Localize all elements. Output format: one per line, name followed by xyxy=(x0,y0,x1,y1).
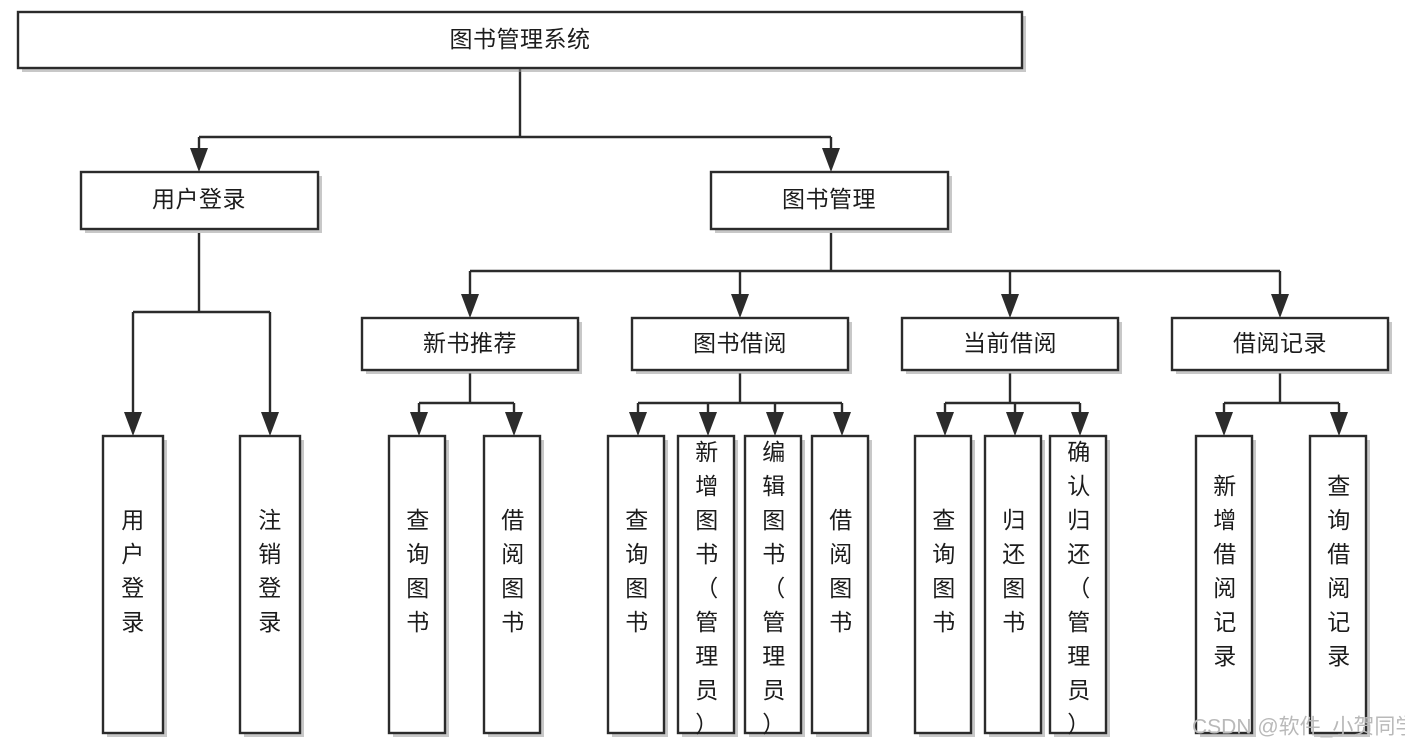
node-current-borrow-rect xyxy=(900,316,1120,372)
node-current-borrow-label: 当前借阅 xyxy=(963,330,1057,356)
arrow-head-leaf-query-book-c xyxy=(936,412,954,436)
node-book-mgmt-label: 图书管理 xyxy=(782,186,876,212)
node-leaf-return-book-rect xyxy=(983,434,1043,735)
node-leaf-borrow-book-a-label: 借阅图书 xyxy=(501,507,525,635)
node-leaf-borrow-book-a[interactable]: 借阅图书 xyxy=(482,434,544,737)
arrow-head-leaf-query-book-b xyxy=(629,412,647,436)
node-user-login[interactable]: 用户登录 xyxy=(79,170,322,233)
node-leaf-add-record-label: 新增借阅记录 xyxy=(1213,473,1237,669)
node-leaf-user-login[interactable]: 用户登录 xyxy=(101,434,167,737)
node-leaf-borrow-book-a-rect xyxy=(482,434,542,735)
node-borrow-record[interactable]: 借阅记录 xyxy=(1170,316,1392,374)
node-leaf-query-record-label: 查询借阅记录 xyxy=(1327,473,1351,669)
arrow-head-leaf-add-book xyxy=(699,412,717,436)
node-leaf-borrow-book-b-rect xyxy=(810,434,870,735)
node-root-label: 图书管理系统 xyxy=(450,26,591,52)
node-leaf-add-record[interactable]: 新增借阅记录 xyxy=(1194,434,1256,737)
node-current-borrow[interactable]: 当前借阅 xyxy=(900,316,1122,374)
node-leaf-return-book-label: 归还图书 xyxy=(1002,507,1026,635)
arrow-head-leaf-user-login xyxy=(124,412,142,436)
node-leaf-confirm-return-rect xyxy=(1048,434,1108,735)
node-leaf-edit-book[interactable]: 编辑图书（管理员） xyxy=(743,434,805,737)
node-leaf-query-book-c-label: 查询图书 xyxy=(932,507,956,635)
node-leaf-query-book-a-rect xyxy=(387,434,447,735)
node-leaf-logout-label: 注销登录 xyxy=(258,507,282,635)
node-leaf-return-book[interactable]: 归还图书 xyxy=(983,434,1045,737)
node-leaf-borrow-book-b-label: 借阅图书 xyxy=(829,507,853,635)
node-leaf-confirm-return[interactable]: 确认归还（管理员） xyxy=(1048,434,1110,737)
node-leaf-add-book-label: 新增图书（管理员） xyxy=(695,439,719,737)
arrow-head-leaf-return-book xyxy=(1006,412,1024,436)
arrow-head-leaf-confirm-return xyxy=(1071,412,1089,436)
node-book-mgmt[interactable]: 图书管理 xyxy=(709,170,952,233)
node-root-rect xyxy=(16,10,1024,70)
arrow-head-new-book-rec xyxy=(461,294,479,318)
node-new-book-rec[interactable]: 新书推荐 xyxy=(360,316,582,374)
node-new-book-rec-rect xyxy=(360,316,580,372)
arrow-head-book-mgmt xyxy=(822,148,840,172)
connector-layer xyxy=(124,69,1348,436)
arrow-head-user-login xyxy=(190,148,208,172)
node-leaf-query-book-c[interactable]: 查询图书 xyxy=(913,434,975,737)
arrow-head-leaf-add-record xyxy=(1215,412,1233,436)
node-leaf-confirm-return-label: 确认归还（管理员） xyxy=(1067,439,1091,737)
node-leaf-borrow-book-b[interactable]: 借阅图书 xyxy=(810,434,872,737)
node-leaf-add-book-rect xyxy=(676,434,736,735)
node-leaf-query-book-a[interactable]: 查询图书 xyxy=(387,434,449,737)
arrow-head-leaf-query-record xyxy=(1330,412,1348,436)
arrow-head-current-borrow xyxy=(1001,294,1019,318)
arrow-head-leaf-borrow-book-b xyxy=(833,412,851,436)
node-leaf-user-login-rect xyxy=(101,434,165,735)
node-leaf-query-book-a-label: 查询图书 xyxy=(406,507,430,635)
node-new-book-rec-label: 新书推荐 xyxy=(423,330,517,356)
node-leaf-query-book-b-label: 查询图书 xyxy=(625,507,649,635)
node-root[interactable]: 图书管理系统 xyxy=(16,10,1026,72)
node-book-borrow-rect xyxy=(630,316,850,372)
node-leaf-add-record-rect xyxy=(1194,434,1254,735)
node-leaf-query-record-rect xyxy=(1308,434,1368,735)
arrow-head-leaf-logout xyxy=(261,412,279,436)
node-leaf-user-login-label: 用户登录 xyxy=(121,507,145,635)
arrow-head-book-borrow xyxy=(731,294,749,318)
csdn-watermark: CSDN @软件_小贺同学 xyxy=(1192,716,1405,739)
node-leaf-logout-rect xyxy=(238,434,302,735)
node-borrow-record-rect xyxy=(1170,316,1390,372)
arrow-head-leaf-query-book-a xyxy=(410,412,428,436)
node-leaf-query-book-c-rect xyxy=(913,434,973,735)
node-leaf-edit-book-label: 编辑图书（管理员） xyxy=(762,439,786,737)
node-leaf-logout[interactable]: 注销登录 xyxy=(238,434,304,737)
node-book-mgmt-rect xyxy=(709,170,950,231)
node-borrow-record-label: 借阅记录 xyxy=(1233,330,1327,356)
node-book-borrow[interactable]: 图书借阅 xyxy=(630,316,852,374)
arrow-head-leaf-borrow-book-a xyxy=(505,412,523,436)
node-leaf-query-record[interactable]: 查询借阅记录 xyxy=(1308,434,1370,737)
node-leaf-edit-book-rect xyxy=(743,434,803,735)
node-book-borrow-label: 图书借阅 xyxy=(693,330,787,356)
node-leaf-add-book[interactable]: 新增图书（管理员） xyxy=(676,434,738,737)
arrow-head-leaf-edit-book xyxy=(766,412,784,436)
node-leaf-query-book-b-rect xyxy=(606,434,666,735)
node-user-login-rect xyxy=(79,170,320,231)
node-leaf-query-book-b[interactable]: 查询图书 xyxy=(606,434,668,737)
arrow-head-borrow-record xyxy=(1271,294,1289,318)
node-user-login-label: 用户登录 xyxy=(152,186,246,212)
